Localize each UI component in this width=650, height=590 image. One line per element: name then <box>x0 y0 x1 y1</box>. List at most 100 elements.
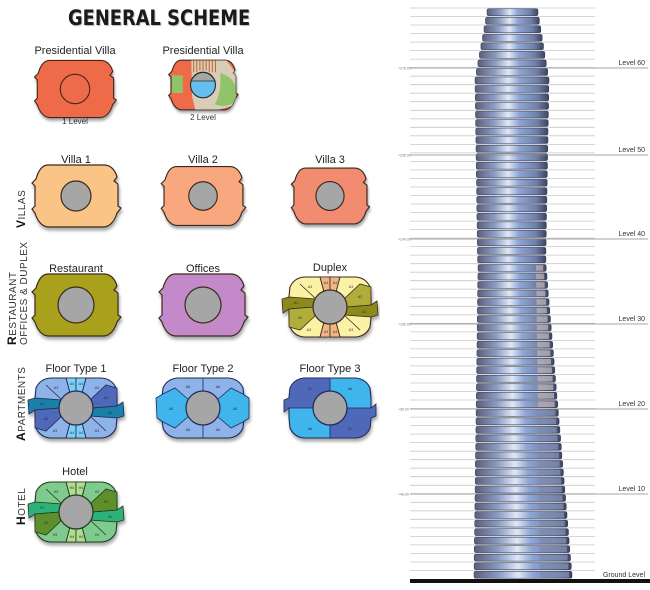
tower-slabs <box>473 8 573 579</box>
label-villa-3: Villa 3 <box>315 154 345 166</box>
tower-floor-slab <box>477 298 550 306</box>
svg-text:A5: A5 <box>169 407 173 411</box>
svg-text:A4: A4 <box>79 431 83 435</box>
tower-floor-slab <box>480 42 544 51</box>
svg-text:A4: A4 <box>324 281 328 285</box>
elevation-label: +276.00 <box>398 67 411 71</box>
tower-floor-slab <box>476 357 555 366</box>
sublabel-presidential-2: 2 Level <box>190 113 216 122</box>
svg-text:H1: H1 <box>40 506 45 510</box>
tower-floor-slab <box>475 102 549 110</box>
svg-text:A3: A3 <box>53 429 57 433</box>
svg-text:H4: H4 <box>70 486 75 490</box>
tower-balcony <box>537 393 554 399</box>
label-presidential-2: Presidential Villa <box>162 45 244 57</box>
tower-floor-slab <box>477 315 551 323</box>
svg-text:A3: A3 <box>349 328 353 332</box>
svg-text:A3: A3 <box>95 429 99 433</box>
tower-floor-slab <box>477 289 549 298</box>
tower-floor-slab <box>476 340 553 349</box>
svg-text:H3: H3 <box>95 490 100 494</box>
tower-balcony <box>537 384 554 390</box>
plan-villa-1 <box>31 164 122 228</box>
label-presidential-1: Presidential Villa <box>34 45 116 57</box>
svg-text:A4: A4 <box>70 431 74 435</box>
tower-floor-slab <box>479 51 546 59</box>
svg-text:A7: A7 <box>348 427 352 431</box>
tower-floor-slab <box>477 255 547 264</box>
tower-balcony <box>538 418 557 425</box>
svg-text:A4: A4 <box>70 382 74 386</box>
svg-text:A3: A3 <box>308 285 312 289</box>
tower-balcony <box>536 290 546 297</box>
tower-floor-slab <box>476 196 548 204</box>
svg-text:A1: A1 <box>294 301 298 305</box>
label-hotel: Hotel <box>62 466 88 478</box>
tower-floor-slab <box>475 153 548 161</box>
level-label: Level 20 <box>619 401 646 408</box>
tower-floor-slab <box>474 76 550 85</box>
svg-text:A6: A6 <box>216 385 220 389</box>
svg-text:H3: H3 <box>95 533 100 537</box>
tower-balcony <box>538 461 560 467</box>
tower-balcony <box>536 316 548 322</box>
label-offices: Offices <box>185 263 221 275</box>
sublabel-presidential-1: 1 Level <box>62 117 88 126</box>
svg-text:H1: H1 <box>108 515 113 519</box>
svg-text:H4: H4 <box>70 535 75 539</box>
plan-floor-type-3: A7 A8 A8 A7 <box>283 377 377 439</box>
tower-floor-slab <box>476 170 548 178</box>
svg-text:H3: H3 <box>53 533 58 537</box>
tower-floor-slab <box>477 264 547 272</box>
svg-text:A1: A1 <box>40 402 44 406</box>
svg-text:A2: A2 <box>44 417 48 421</box>
tower-balcony <box>536 299 547 305</box>
ground-level-label: Ground Level <box>603 572 645 579</box>
tower-floor-slab <box>476 213 547 221</box>
plan-presidential-villa-1 <box>33 59 117 119</box>
tower-balcony <box>539 495 563 501</box>
elevation-label: +156.00 <box>398 323 411 327</box>
svg-text:A8: A8 <box>348 387 352 391</box>
level-label: Level 40 <box>619 231 646 238</box>
elevation-label: +194.00 <box>398 238 411 242</box>
svg-text:A6: A6 <box>216 428 220 432</box>
tower-balcony <box>538 452 559 459</box>
tower-floor-slab <box>476 204 547 212</box>
plan-floor-type-2: A6 A6 A5 A5 A6 A6 <box>155 377 250 439</box>
tower-balcony <box>537 350 551 356</box>
tower-floor-slab <box>475 110 549 119</box>
svg-text:A3: A3 <box>307 328 311 332</box>
tower-balcony <box>536 333 549 339</box>
tower-balcony <box>537 410 556 416</box>
svg-text:A7: A7 <box>308 387 312 391</box>
plan-offices <box>158 273 249 337</box>
tower-floor-slab <box>483 25 542 33</box>
svg-text:A1: A1 <box>362 310 366 314</box>
svg-text:H4: H4 <box>79 535 84 539</box>
tower-floor-slab <box>477 281 548 289</box>
tower-floor-slab <box>475 119 549 127</box>
tower-balcony <box>536 273 544 280</box>
tower-floor-slab <box>477 272 548 281</box>
tower-balcony <box>538 486 562 493</box>
svg-text:A4: A4 <box>324 330 328 334</box>
label-villa-1: Villa 1 <box>61 154 91 166</box>
tower-floor-slab <box>477 59 547 68</box>
tower-balcony <box>540 572 569 578</box>
plan-hotel: H4 H4 H3 H3 H1 H2 H2 H1 H3 H3 H4 H4 <box>27 481 125 543</box>
svg-text:A2: A2 <box>358 295 362 299</box>
tower-floor-slab <box>475 144 549 153</box>
tower-balcony <box>537 341 550 348</box>
svg-text:A5: A5 <box>233 407 237 411</box>
tower-balcony <box>539 529 566 535</box>
tower-floor-slab <box>476 332 553 340</box>
level-label: Level 10 <box>619 486 646 493</box>
tower-floor-slab <box>477 306 551 315</box>
tower-balcony <box>536 307 547 314</box>
tower-floor-slab <box>476 392 558 400</box>
tower-floor-slab <box>482 34 543 42</box>
svg-text:A3: A3 <box>349 285 353 289</box>
tower-balcony <box>539 546 567 552</box>
tower-balcony <box>538 469 561 476</box>
